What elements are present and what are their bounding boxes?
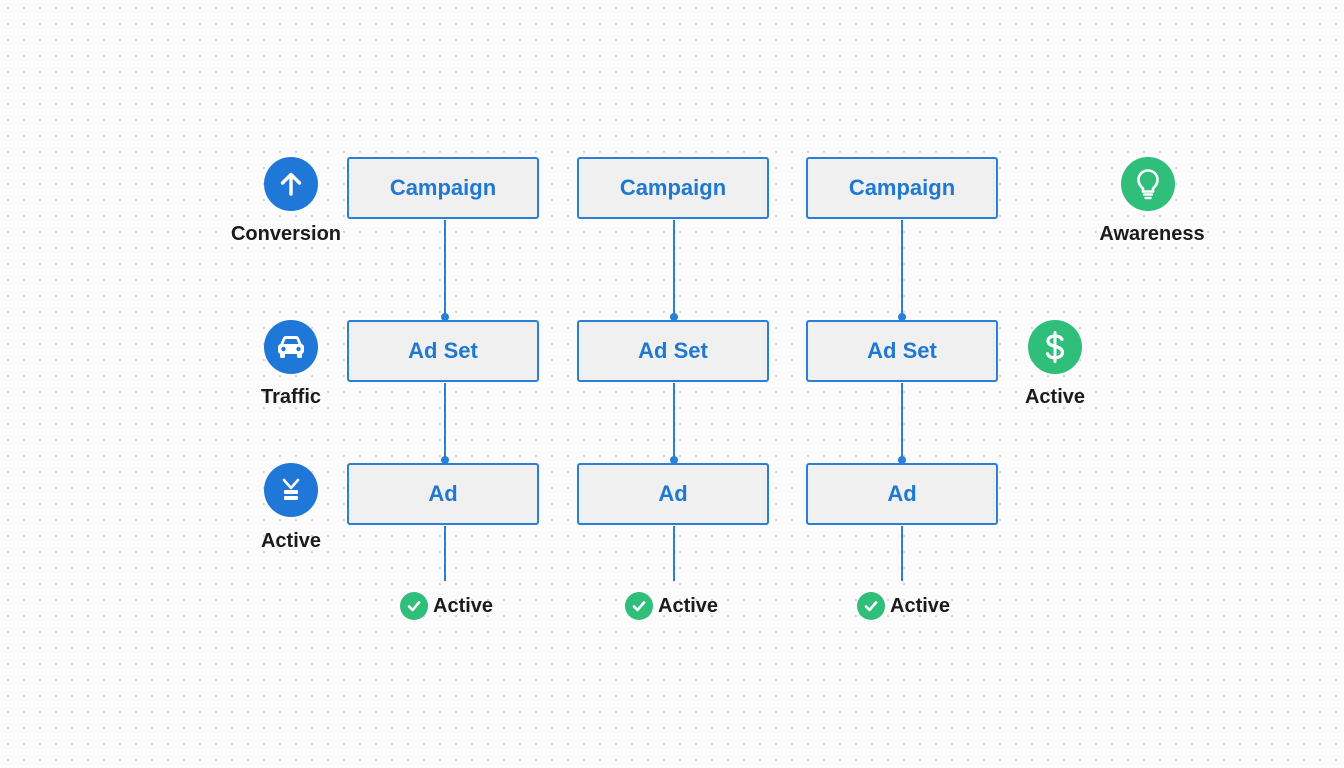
badge-icon xyxy=(264,463,318,517)
connector-ad-status xyxy=(901,526,903,581)
status-label: Active xyxy=(433,594,494,617)
ad-node[interactable]: Ad xyxy=(347,463,539,525)
adset-node[interactable]: Ad Set xyxy=(577,320,769,382)
connector-dot xyxy=(670,456,678,464)
connector-ad-status xyxy=(673,526,675,581)
campaign-node[interactable]: Campaign xyxy=(806,157,998,219)
campaign-node[interactable]: Campaign xyxy=(347,157,539,219)
adset-node[interactable]: Ad Set xyxy=(806,320,998,382)
connector-dot xyxy=(441,456,449,464)
ad-node[interactable]: Ad xyxy=(577,463,769,525)
legend-label-active: Active xyxy=(260,530,322,552)
ad-node[interactable]: Ad xyxy=(806,463,998,525)
connector-adset-ad xyxy=(901,383,903,459)
ad-status: Active xyxy=(857,591,950,621)
connector-campaign-adset xyxy=(673,220,675,316)
arrow-up-icon xyxy=(264,157,318,211)
connector-campaign-adset xyxy=(901,220,903,316)
campaign-node[interactable]: Campaign xyxy=(577,157,769,219)
connector-dot xyxy=(898,456,906,464)
check-circle-icon xyxy=(857,592,885,620)
ad-status: Active xyxy=(400,591,493,621)
connector-adset-ad xyxy=(673,383,675,459)
legend-label-traffic: Traffic xyxy=(260,386,322,408)
connector-campaign-adset xyxy=(444,220,446,316)
legend-label-active: Active xyxy=(1024,386,1086,408)
status-label: Active xyxy=(890,594,951,617)
legend-label-awareness: Awareness xyxy=(1099,223,1205,245)
adset-node[interactable]: Ad Set xyxy=(347,320,539,382)
car-icon xyxy=(264,320,318,374)
connector-dot xyxy=(670,313,678,321)
legend-label-conversion: Conversion xyxy=(230,223,342,245)
connector-adset-ad xyxy=(444,383,446,459)
check-circle-icon xyxy=(400,592,428,620)
status-label: Active xyxy=(658,594,719,617)
connector-dot xyxy=(441,313,449,321)
check-circle-icon xyxy=(625,592,653,620)
ad-status: Active xyxy=(625,591,718,621)
connector-ad-status xyxy=(444,526,446,581)
connector-dot xyxy=(898,313,906,321)
dollar-icon xyxy=(1028,320,1082,374)
lightbulb-icon xyxy=(1121,157,1175,211)
